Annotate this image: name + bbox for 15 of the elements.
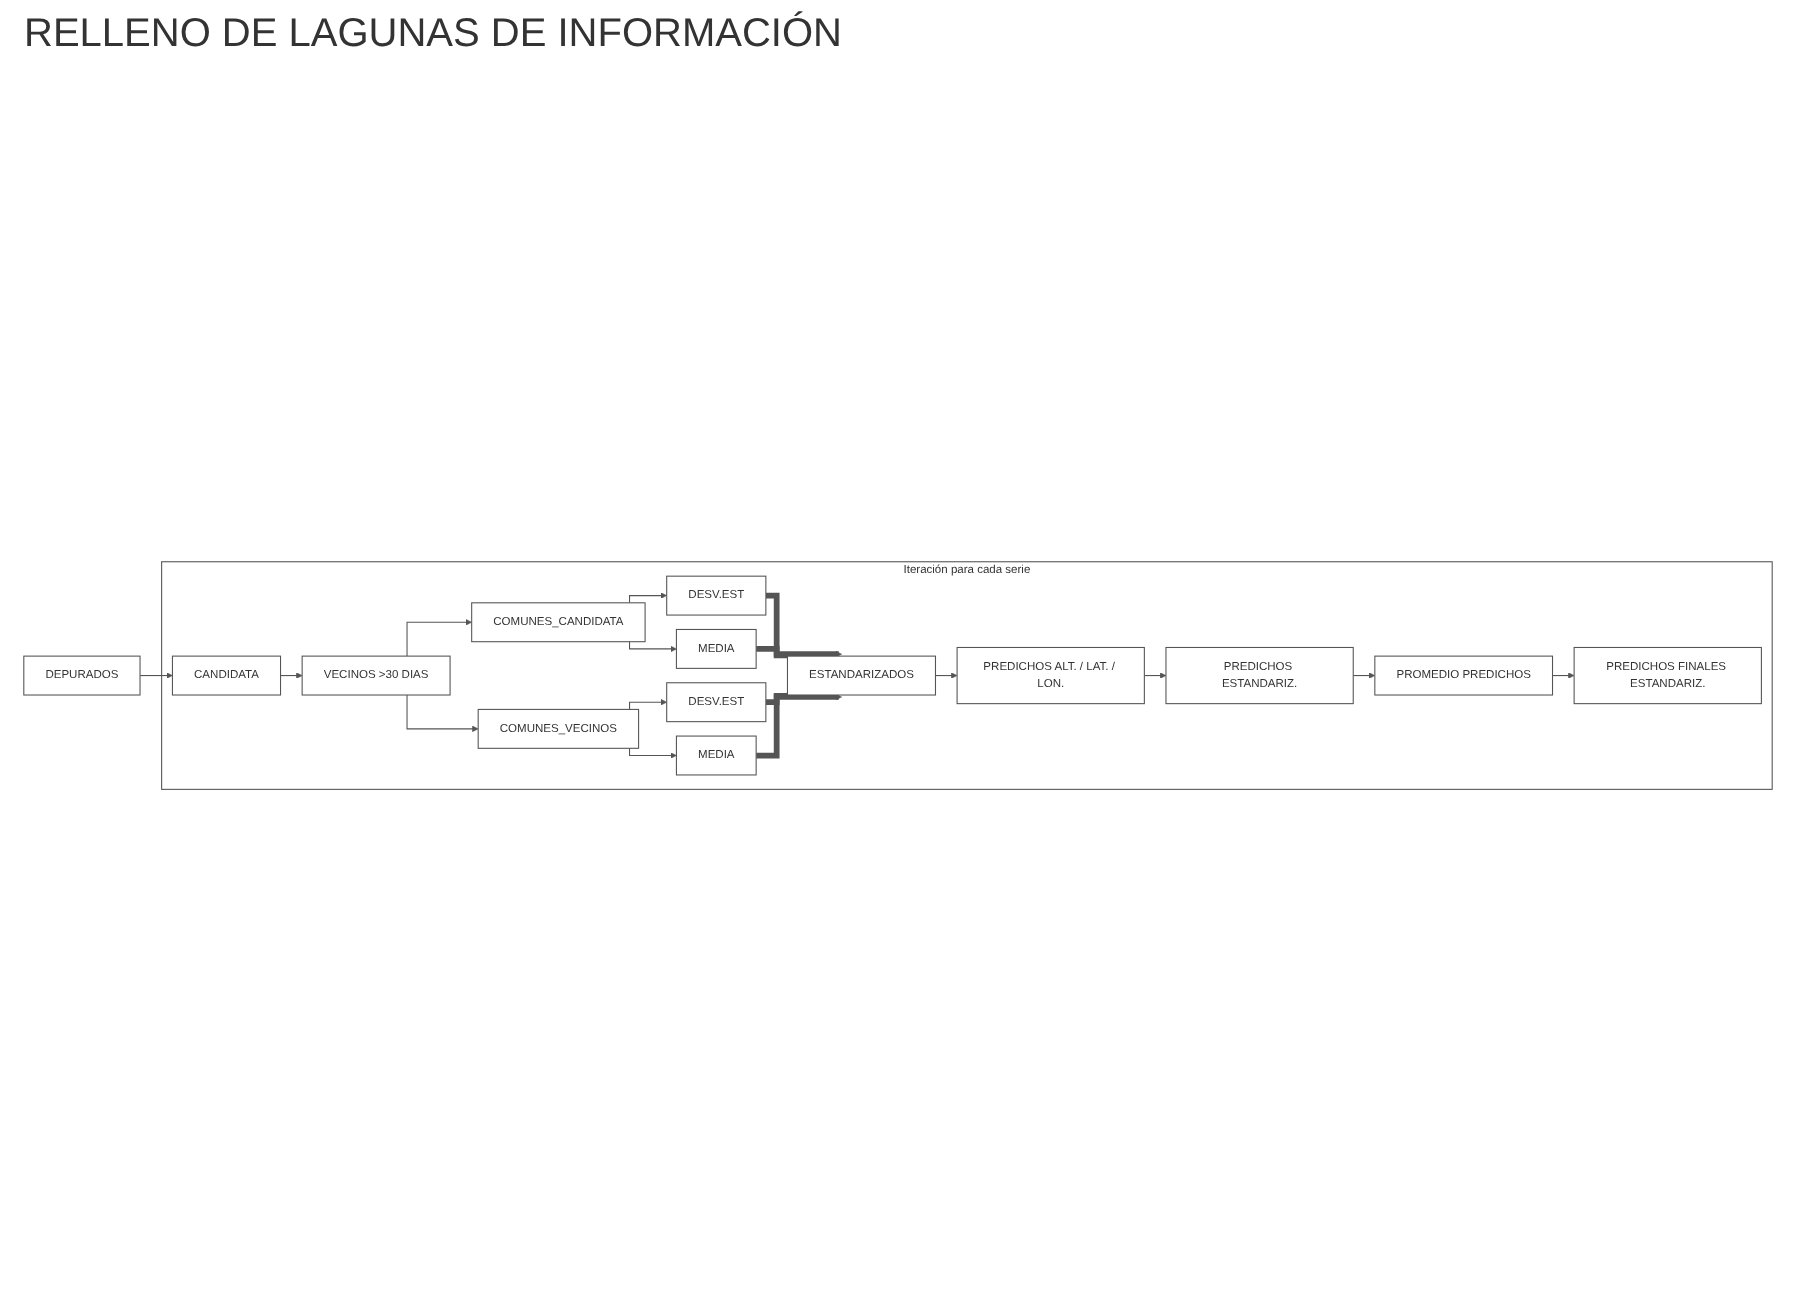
arrow	[405, 618, 471, 657]
arrow	[933, 671, 957, 679]
arrow	[1142, 671, 1166, 679]
arrow	[1551, 671, 1574, 679]
arrow	[752, 693, 841, 758]
arrow	[628, 591, 666, 603]
arrow	[628, 698, 666, 710]
arrow	[628, 747, 676, 759]
arrow	[279, 671, 302, 679]
arrow	[138, 671, 172, 679]
arrow	[628, 640, 676, 652]
arrow	[1351, 671, 1375, 679]
diagram-title: RELLENO DE LAGUNAS DE INFORMACIÓN	[24, 12, 842, 58]
arrow	[762, 592, 841, 657]
arrow	[405, 693, 478, 732]
